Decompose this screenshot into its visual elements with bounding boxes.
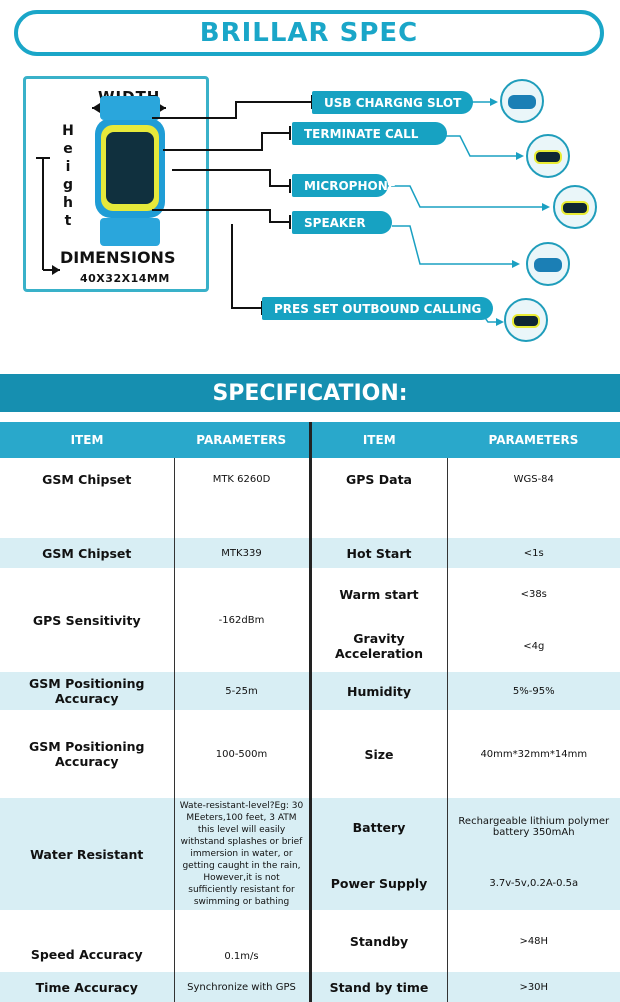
table-cell: Speed Accuracy: [30, 947, 143, 962]
table-cell: Gravity Acceleration: [308, 620, 447, 672]
table-cell: <38s: [446, 568, 620, 620]
microphone-thumbnail: [553, 185, 597, 229]
spec-table: ITEM PARAMETERS ITEM PARAMETERS GSM Chip…: [0, 422, 620, 1002]
dimensions-panel: [23, 76, 209, 292]
table-row: GSM Chipset MTK339 Hot Start <1s: [0, 538, 620, 568]
table-cell: Time Accuracy: [0, 972, 174, 1002]
table-cell: Warm start: [308, 568, 447, 620]
table-cell: <4g: [446, 620, 620, 672]
table-row: Power Supply 3.7v-5v,0.2A-0.5a: [0, 856, 620, 910]
table-cell: >48H: [446, 910, 620, 972]
table-cell: >30H: [446, 972, 620, 1002]
watch-diagram: [36, 95, 550, 326]
watch-screen: [106, 132, 154, 204]
speaker-thumbnail: [526, 242, 570, 286]
header-parameters: PARAMETERS: [174, 422, 310, 458]
table-cell: 0.1m/s: [173, 910, 310, 972]
usb-slot-thumbnail: [500, 79, 544, 123]
table-cell: GSM Positioning Accuracy: [0, 672, 174, 710]
table-cell: Water Resistant: [0, 798, 174, 910]
table-cell: GPS Data: [308, 458, 447, 538]
table-cell: GPS Sensitivity: [32, 612, 141, 628]
callout-terminate-call: TERMINATE CALL: [292, 122, 447, 145]
table-cell: Size: [308, 710, 447, 798]
table-cell: 40mm*32mm*14mm: [446, 710, 620, 798]
table-cell: 3.7v-5v,0.2A-0.5a: [446, 856, 620, 910]
table-row: GSM Positioning Accuracy 5-25m Humidity …: [0, 672, 620, 710]
outbound-calling-thumbnail: [504, 298, 548, 342]
table-header-row: ITEM PARAMETERS ITEM PARAMETERS: [0, 422, 620, 458]
header-item: ITEM: [0, 422, 174, 458]
table-cell: GSM Chipset: [0, 538, 174, 568]
table-cell: MTK339: [173, 538, 310, 568]
table-row: Water Resistant Wate-resistant-level?Eg:…: [0, 798, 620, 910]
table-cell: Rechargeable lithium polymer battery 350…: [446, 798, 620, 857]
table-cell: <1s: [446, 538, 620, 568]
table-cell: Battery: [308, 798, 447, 857]
table-row: Speed Accuracy 0.1m/s Standby >48H: [0, 910, 620, 972]
page-title: BRILLAR SPEC: [199, 18, 419, 48]
callout-microphone: MICROPHONE: [292, 174, 396, 197]
specification-title: SPECIFICATION:: [212, 380, 408, 406]
table-cell: WGS-84: [446, 458, 620, 538]
table-cell: Humidity: [308, 672, 447, 710]
table-row: Gravity Acceleration <4g: [0, 620, 620, 672]
dimensions-title: DIMENSIONS: [60, 248, 176, 267]
table-cell: Synchronize with GPS: [173, 972, 310, 1002]
title-banner: BRILLAR SPEC: [14, 10, 604, 56]
table-cell: MTK 6260D: [173, 458, 310, 538]
table-cell: Hot Start: [308, 538, 447, 568]
table-cell: Wate-resistant-level?Eg: 30 MEeters,100 …: [173, 798, 310, 910]
table-row: GSM Positioning Accuracy 100-500m Size 4…: [0, 710, 620, 798]
header-item: ITEM: [308, 422, 447, 458]
table-row: GSM Chipset MTK 6260D GPS Data WGS-84: [0, 458, 620, 538]
terminate-call-thumbnail: [526, 134, 570, 178]
table-cell: GSM Positioning Accuracy: [29, 739, 145, 769]
callout-speaker: SPEAKER: [292, 211, 392, 234]
table-cell: -162dBm: [173, 568, 310, 672]
header-parameters: PARAMETERS: [447, 422, 620, 458]
table-row: Time Accuracy Synchronize with GPS Stand…: [0, 972, 620, 1002]
table-cell: 100-500m: [173, 710, 310, 798]
table-cell: Power Supply: [308, 856, 447, 910]
specification-bar: SPECIFICATION:: [0, 374, 620, 412]
table-cell: GSM Chipset: [42, 472, 132, 487]
callout-usb-charging-slot: USB CHARGNG SLOT: [312, 91, 474, 114]
table-cell: 5-25m: [173, 672, 310, 710]
table-cell: Stand by time: [308, 972, 447, 1002]
table-cell: Standby: [308, 910, 447, 972]
table-row: GPS Sensitivity -162dBm Warm start <38s: [0, 568, 620, 672]
dimensions-value: 40X32X14MM: [80, 272, 170, 285]
callout-pres-set-outbound-calling: PRES SET OUTBOUND CALLING: [262, 297, 494, 320]
table-cell: 5%-95%: [446, 672, 620, 710]
